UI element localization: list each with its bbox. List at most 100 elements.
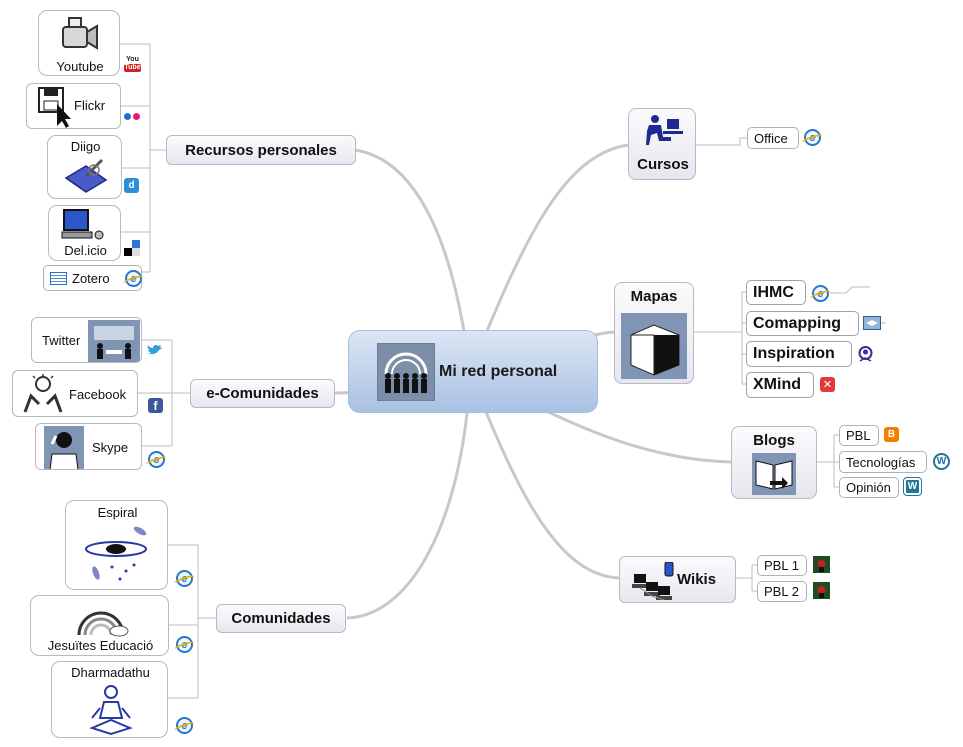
card-label: Zotero	[72, 270, 110, 286]
leaf-label: PBL 1	[764, 558, 799, 573]
leaf-label: Office	[754, 130, 788, 146]
comapping-icon[interactable]	[863, 316, 881, 330]
wiki-icon[interactable]	[813, 582, 830, 599]
branch-label: Wikis	[677, 571, 717, 588]
internet-explorer-icon[interactable]: e	[125, 270, 142, 287]
wordpress-icon[interactable]: W	[904, 478, 921, 495]
link-recursos	[354, 148, 472, 373]
card-dharmadathu[interactable]: Dharmadathu	[51, 661, 168, 738]
leaf-inspiration[interactable]: Inspiration	[746, 341, 852, 367]
blogger-icon[interactable]: B	[884, 427, 899, 442]
card-label: Diigo	[70, 139, 101, 154]
branch-e-comunidades[interactable]: e-Comunidades	[190, 379, 335, 408]
twitter-bird-icon[interactable]	[147, 344, 163, 357]
diigo-icon[interactable]: d	[124, 178, 139, 193]
people-group-icon	[377, 342, 435, 401]
galaxy-icon	[85, 526, 147, 581]
branch-cursos[interactable]: Cursos	[628, 108, 696, 180]
card-label: Twitter	[42, 333, 81, 348]
leaf-label: PBL	[846, 428, 871, 443]
xmind-icon[interactable]: ✕	[820, 377, 835, 392]
central-topic-label: Mi red personal	[439, 362, 558, 380]
wiki-icon[interactable]	[813, 556, 830, 573]
leaf-opinion[interactable]: Opinión	[839, 477, 899, 498]
internet-explorer-icon[interactable]: e	[804, 129, 821, 146]
rainbow-icon	[77, 611, 129, 637]
internet-explorer-icon[interactable]: e	[176, 636, 193, 653]
branch-comunidades[interactable]: Comunidades	[216, 604, 346, 633]
leaf-xmind[interactable]: XMind	[746, 372, 814, 398]
leaf-label: XMind	[753, 376, 801, 393]
card-facebook[interactable]: Facebook	[12, 370, 138, 417]
card-espiral[interactable]: Espiral	[65, 500, 168, 590]
delicious-icon[interactable]	[124, 240, 140, 256]
internet-explorer-icon[interactable]: e	[176, 570, 193, 587]
open-book-icon	[752, 453, 796, 495]
card-label: Espiral	[97, 505, 138, 520]
card-label: Del.icio	[64, 243, 107, 258]
branch-label: Cursos	[637, 156, 689, 173]
leaf-label: Comapping	[753, 314, 841, 332]
leaf-label: PBL 2	[764, 584, 799, 599]
card-jesuites[interactable]: Jesuïtes Educació	[30, 595, 169, 656]
card-label: Dharmadathu	[71, 665, 150, 680]
branch-label: Mapas	[630, 288, 678, 305]
card-diigo[interactable]: Diigo	[47, 135, 122, 199]
card-flickr[interactable]: Flickr	[26, 83, 121, 129]
link-comunidades	[346, 371, 472, 620]
cube-map-icon	[621, 313, 687, 379]
leaf-ihmc[interactable]: IHMC	[746, 280, 806, 305]
branch-blogs[interactable]: Blogs	[731, 426, 817, 499]
inspiration-icon[interactable]	[857, 346, 874, 363]
wordpress-icon[interactable]: W	[933, 453, 950, 470]
branch-label: Comunidades	[231, 610, 331, 627]
branch-recursos-personales[interactable]: Recursos personales	[166, 135, 356, 165]
card-delicio[interactable]: Del.icio	[48, 205, 121, 261]
idea-people-icon	[23, 374, 63, 413]
flickr-icon[interactable]	[124, 113, 142, 121]
leaf-label: IHMC	[753, 283, 794, 301]
link-cursos	[468, 143, 629, 373]
person-phone-icon	[44, 426, 84, 469]
leaf-pbl-2[interactable]: PBL 2	[757, 581, 807, 602]
link-wikis	[468, 371, 620, 580]
branch-label: Recursos personales	[185, 141, 337, 159]
leaf-pbl[interactable]: PBL	[839, 425, 879, 446]
internet-explorer-icon[interactable]: e	[812, 285, 829, 302]
card-label: Jesuïtes Educació	[47, 638, 154, 653]
computer-icon	[61, 209, 104, 240]
video-camera-icon	[62, 17, 98, 50]
card-label: Skype	[92, 440, 129, 455]
branch-label: e-Comunidades	[206, 385, 319, 402]
leaf-pbl-1[interactable]: PBL 1	[757, 555, 807, 576]
floppy-disk-icon	[38, 87, 71, 128]
facebook-icon[interactable]: f	[148, 398, 163, 413]
internet-explorer-icon[interactable]: e	[148, 451, 165, 468]
person-computer-icon	[646, 115, 683, 145]
youtube-icon-bottom: Tube	[124, 64, 141, 72]
book-list-icon	[50, 271, 67, 285]
branch-wikis[interactable]: Wikis	[619, 556, 736, 603]
central-topic[interactable]: Mi red personal	[348, 330, 598, 413]
youtube-icon[interactable]: You Tube	[124, 56, 141, 72]
internet-explorer-icon[interactable]: e	[176, 717, 193, 734]
card-label: Flickr	[74, 98, 106, 113]
leaf-label: Opinión	[846, 480, 891, 495]
branch-label: Blogs	[753, 432, 795, 449]
branch-mapas[interactable]: Mapas	[614, 282, 694, 384]
leaf-label: Tecnologías	[846, 454, 916, 470]
card-zotero[interactable]: Zotero	[43, 265, 142, 291]
card-youtube[interactable]: Youtube	[38, 10, 120, 76]
card-label: Facebook	[69, 387, 127, 402]
leaf-comapping[interactable]: Comapping	[746, 311, 859, 336]
youtube-icon-top: You	[126, 56, 139, 63]
network-computers-icon	[632, 562, 674, 600]
card-skype[interactable]: Skype	[35, 423, 142, 470]
meeting-icon	[88, 320, 140, 362]
pen-tablet-icon	[64, 158, 108, 193]
leaf-tecnologias[interactable]: Tecnologías	[839, 451, 927, 473]
meditation-icon	[89, 685, 133, 736]
leaf-office[interactable]: Office	[747, 127, 799, 149]
card-label: Youtube	[56, 59, 104, 74]
card-twitter[interactable]: Twitter	[31, 317, 142, 363]
